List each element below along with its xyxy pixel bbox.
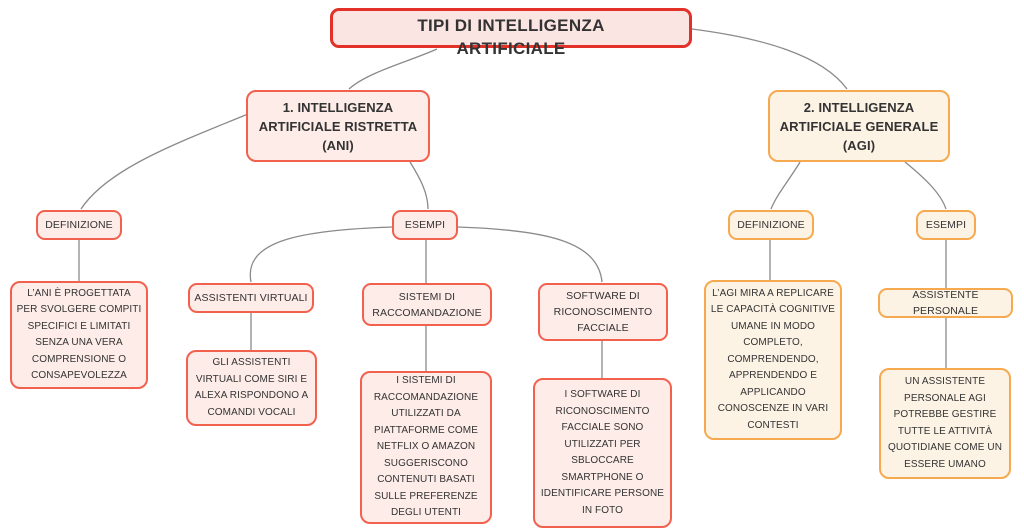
node-agi-branch-label: 2. INTELLIGENZA ARTIFICIALE GENERALE (AG… xyxy=(779,99,939,153)
connector-ani-definizione xyxy=(80,113,249,210)
node-ani-definizione-text[interactable]: L’ANI È PROGETTATA PER SVOLGERE COMPITI … xyxy=(10,281,148,389)
node-assistente-personale-text[interactable]: UN ASSISTENTE PERSONALE AGI POTREBBE GES… xyxy=(879,368,1011,479)
root-node-title[interactable]: TIPI DI INTELLIGENZA ARTIFICIALE xyxy=(330,5,692,58)
riconoscimento-facciale-text: I SOFTWARE DI RICONOSCIMENTO FACCIALE SO… xyxy=(540,389,665,516)
node-agi-definizione-label: DEFINIZIONE xyxy=(737,219,805,231)
ani-definizione-text: L’ANI È PROGETTATA PER SVOLGERE COMPITI … xyxy=(16,287,142,382)
sistemi-raccomandazione-text: I SISTEMI DI RACCOMANDAZIONE UTILIZZATI … xyxy=(373,375,479,519)
connector-title-agi xyxy=(691,28,848,90)
node-ani-esempi[interactable]: ESEMPI xyxy=(392,210,458,240)
node-agi-branch[interactable]: 2. INTELLIGENZA ARTIFICIALE GENERALE (AG… xyxy=(768,90,950,162)
node-ani-branch-label: 1. INTELLIGENZA ARTIFICIALE RISTRETTA (A… xyxy=(258,99,418,153)
assistente-personale-text: UN ASSISTENTE PERSONALE AGI POTREBBE GES… xyxy=(887,376,1003,470)
assistenti-virtuali-text: GLI ASSISTENTI VIRTUALI COME SIRI E ALEX… xyxy=(194,357,309,418)
assistente-personale-label: ASSISTENTE PERSONALE xyxy=(912,289,979,317)
node-ani-esempi-label: ESEMPI xyxy=(404,219,446,231)
node-sistemi-raccomandazione-text[interactable]: I SISTEMI DI RACCOMANDAZIONE UTILIZZATI … xyxy=(360,371,492,524)
node-riconoscimento-facciale[interactable]: SOFTWARE DI RICONOSCIMENTO FACCIALE xyxy=(538,283,668,341)
root-node-box xyxy=(330,8,692,48)
node-agi-esempi[interactable]: ESEMPI xyxy=(916,210,976,240)
connector-esempi-software xyxy=(457,226,603,283)
node-sistemi-raccomandazione[interactable]: SISTEMI DI RACCOMANDAZIONE xyxy=(362,283,492,326)
connector-title-ani xyxy=(348,48,438,90)
riconoscimento-facciale-label: SOFTWARE DI RICONOSCIMENTO FACCIALE xyxy=(553,290,653,334)
agi-definizione-text: L’AGI MIRA A REPLICARE LE CAPACITÀ COGNI… xyxy=(710,287,836,431)
root-node-label: TIPI DI INTELLIGENZA ARTIFICIALE xyxy=(330,14,692,58)
sistemi-raccomandazione-label: SISTEMI DI RACCOMANDAZIONE xyxy=(372,290,482,319)
node-riconoscimento-facciale-text[interactable]: I SOFTWARE DI RICONOSCIMENTO FACCIALE SO… xyxy=(533,378,672,528)
node-ani-branch[interactable]: 1. INTELLIGENZA ARTIFICIALE RISTRETTA (A… xyxy=(246,90,430,162)
root-title-line2: ARTIFICIALE xyxy=(456,39,566,58)
node-agi-definizione-text[interactable]: L’AGI MIRA A REPLICARE LE CAPACITÀ COGNI… xyxy=(704,280,842,440)
node-assistenti-virtuali-text[interactable]: GLI ASSISTENTI VIRTUALI COME SIRI E ALEX… xyxy=(186,350,317,426)
connector-agi-esempi xyxy=(904,161,947,210)
connector-ani-esempi xyxy=(409,161,429,210)
node-ani-definizione-label: DEFINIZIONE xyxy=(45,219,113,231)
root-title-line1: TIPI DI INTELLIGENZA xyxy=(417,16,605,35)
connector-agi-definizione xyxy=(770,161,801,210)
assistenti-virtuali-label: ASSISTENTI VIRTUALI xyxy=(194,292,308,304)
node-assistenti-virtuali[interactable]: ASSISTENTI VIRTUALI xyxy=(188,283,314,313)
node-agi-definizione[interactable]: DEFINIZIONE xyxy=(728,210,814,240)
node-ani-definizione[interactable]: DEFINIZIONE xyxy=(36,210,122,240)
connector-esempi-assistenti xyxy=(249,226,393,283)
node-assistente-personale[interactable]: ASSISTENTE PERSONALE xyxy=(878,288,1013,318)
node-agi-esempi-label: ESEMPI xyxy=(925,219,967,231)
